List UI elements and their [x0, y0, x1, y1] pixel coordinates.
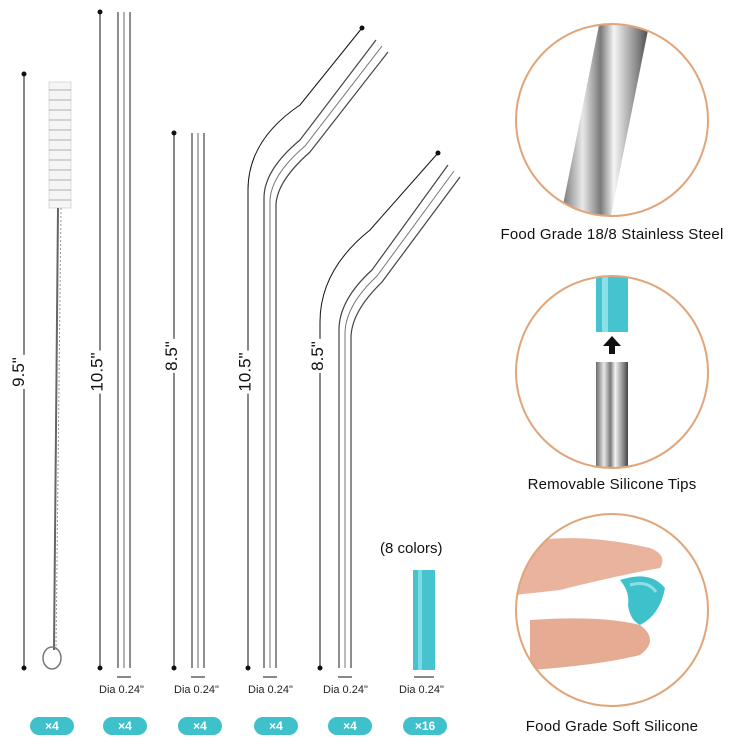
- diameter-label: Dia 0.24": [99, 684, 144, 696]
- straw-short-length-label: 8.5": [161, 339, 182, 373]
- bent-straw-short: [317, 150, 461, 678]
- arrow-up-icon: [603, 336, 621, 354]
- bent-short-length-label: 8.5": [307, 339, 328, 373]
- quantity-badge: ×4: [103, 717, 147, 735]
- quantity-badge: ×16: [403, 717, 447, 735]
- feature-caption-tips: Removable Silicone Tips: [527, 476, 697, 493]
- straight-straw-long: [97, 9, 131, 678]
- quantity-badge: ×4: [254, 717, 298, 735]
- diameter-label: Dia 0.24": [399, 684, 444, 696]
- tip-colors-label: (8 colors): [380, 540, 443, 557]
- feature-caption-silicone: Food Grade Soft Silicone: [525, 718, 699, 735]
- quantity-badge: ×4: [30, 717, 74, 735]
- soft-silicone-circle: [515, 513, 709, 707]
- diameter-label: Dia 0.24": [248, 684, 293, 696]
- diameter-label: Dia 0.24": [323, 684, 368, 696]
- cleaning-brush: [21, 71, 72, 671]
- removable-tips-circle: [515, 275, 709, 469]
- steel-closeup-circle: [515, 23, 709, 217]
- bent-long-length-label: 10.5": [235, 350, 256, 394]
- quantity-badge: ×4: [328, 717, 372, 735]
- feature-caption-steel: Food Grade 18/8 Stainless Steel: [500, 226, 724, 243]
- diameter-label: Dia 0.24": [174, 684, 219, 696]
- silicone-tip: [413, 570, 435, 678]
- straight-straw-short: [171, 130, 205, 678]
- brush-length-label: 9.5": [8, 355, 29, 389]
- bent-straw-long: [245, 25, 389, 678]
- quantity-badge: ×4: [178, 717, 222, 735]
- straw-long-length-label: 10.5": [87, 350, 108, 394]
